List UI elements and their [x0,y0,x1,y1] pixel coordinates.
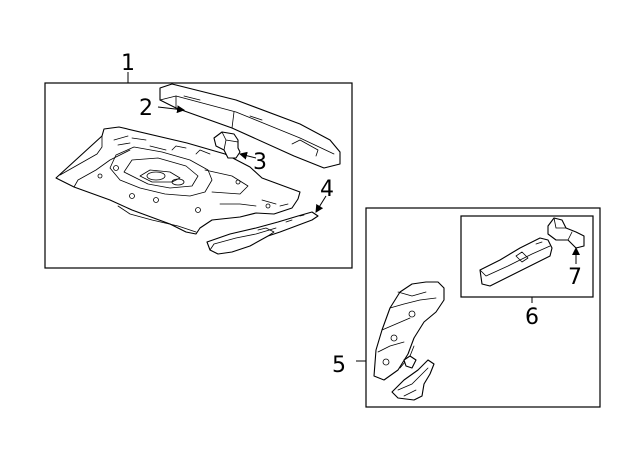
callout-3[interactable]: 3 [253,150,267,175]
callout-2-leader [157,105,185,114]
hook-bracket-part[interactable] [547,217,585,249]
inner-wheelhouse-part[interactable] [373,281,445,381]
callout-4[interactable]: 4 [320,177,334,202]
side-rail-extension-part[interactable] [479,237,553,287]
group-5-box [365,207,601,408]
callout-4-leader [315,195,327,213]
rear-panel-rail-part[interactable] [159,83,341,169]
callout-2[interactable]: 2 [139,96,153,121]
callout-7[interactable]: 7 [568,265,582,290]
callout-1[interactable]: 1 [121,51,135,76]
callout-3-leader [239,151,257,160]
rear-floor-pan-part[interactable] [55,126,301,235]
floor-extension-part[interactable] [206,211,319,255]
callout-5[interactable]: 5 [332,353,346,378]
callout-6[interactable]: 6 [525,305,539,330]
wheelhouse-lower-bracket-part[interactable] [391,359,435,401]
group-1-box [44,82,353,269]
group-6-box [460,215,594,298]
